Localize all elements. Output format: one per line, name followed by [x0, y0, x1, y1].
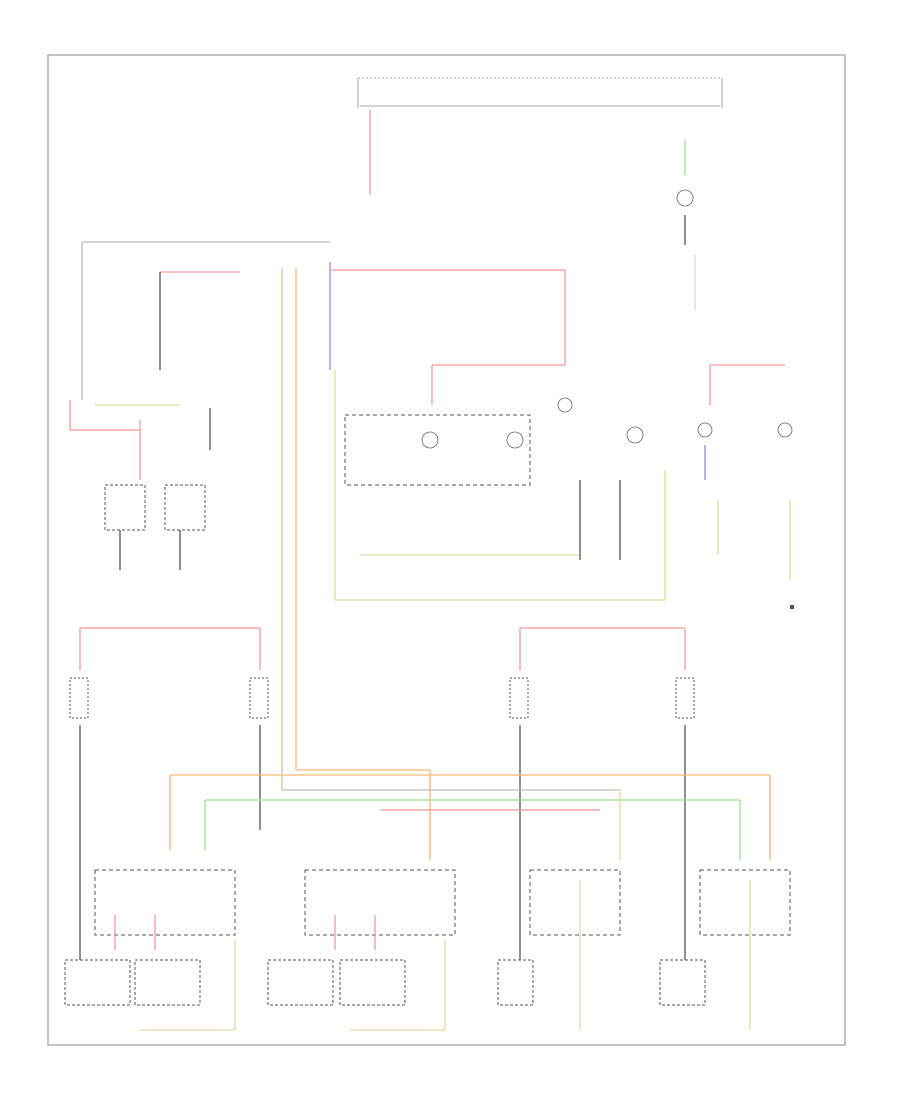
top-bus [357, 77, 723, 310]
bulb [697, 422, 713, 438]
bulb [777, 422, 793, 438]
bulb [557, 397, 573, 413]
lamp [249, 677, 269, 719]
lamp [675, 677, 695, 719]
right-lamp-cluster [697, 364, 794, 609]
main-feed [81, 241, 566, 790]
bulb [626, 426, 644, 444]
switch-box [134, 959, 201, 1006]
control-module [304, 869, 456, 936]
bottom-modules [64, 869, 791, 1031]
bulb [676, 189, 694, 207]
switch-box [497, 959, 534, 1006]
switch-box [267, 959, 334, 1006]
switch-box [64, 959, 131, 1006]
diagram-frame [47, 54, 846, 1046]
bulb [506, 431, 524, 449]
lamp [69, 677, 89, 719]
lamp-box [344, 414, 531, 486]
left-switch-cluster [69, 400, 211, 570]
middle-lamp-row [69, 627, 695, 960]
switch-box [659, 959, 706, 1006]
ground-icon [790, 605, 794, 609]
lamp [509, 677, 529, 719]
switch-box [164, 484, 206, 531]
switch-box [339, 959, 406, 1006]
switch-box [104, 484, 146, 531]
bulb [421, 431, 439, 449]
center-lamp-cluster [334, 370, 666, 601]
control-module [529, 869, 621, 936]
control-module [699, 869, 791, 936]
crossing-buses [169, 769, 771, 860]
control-module [94, 869, 236, 936]
